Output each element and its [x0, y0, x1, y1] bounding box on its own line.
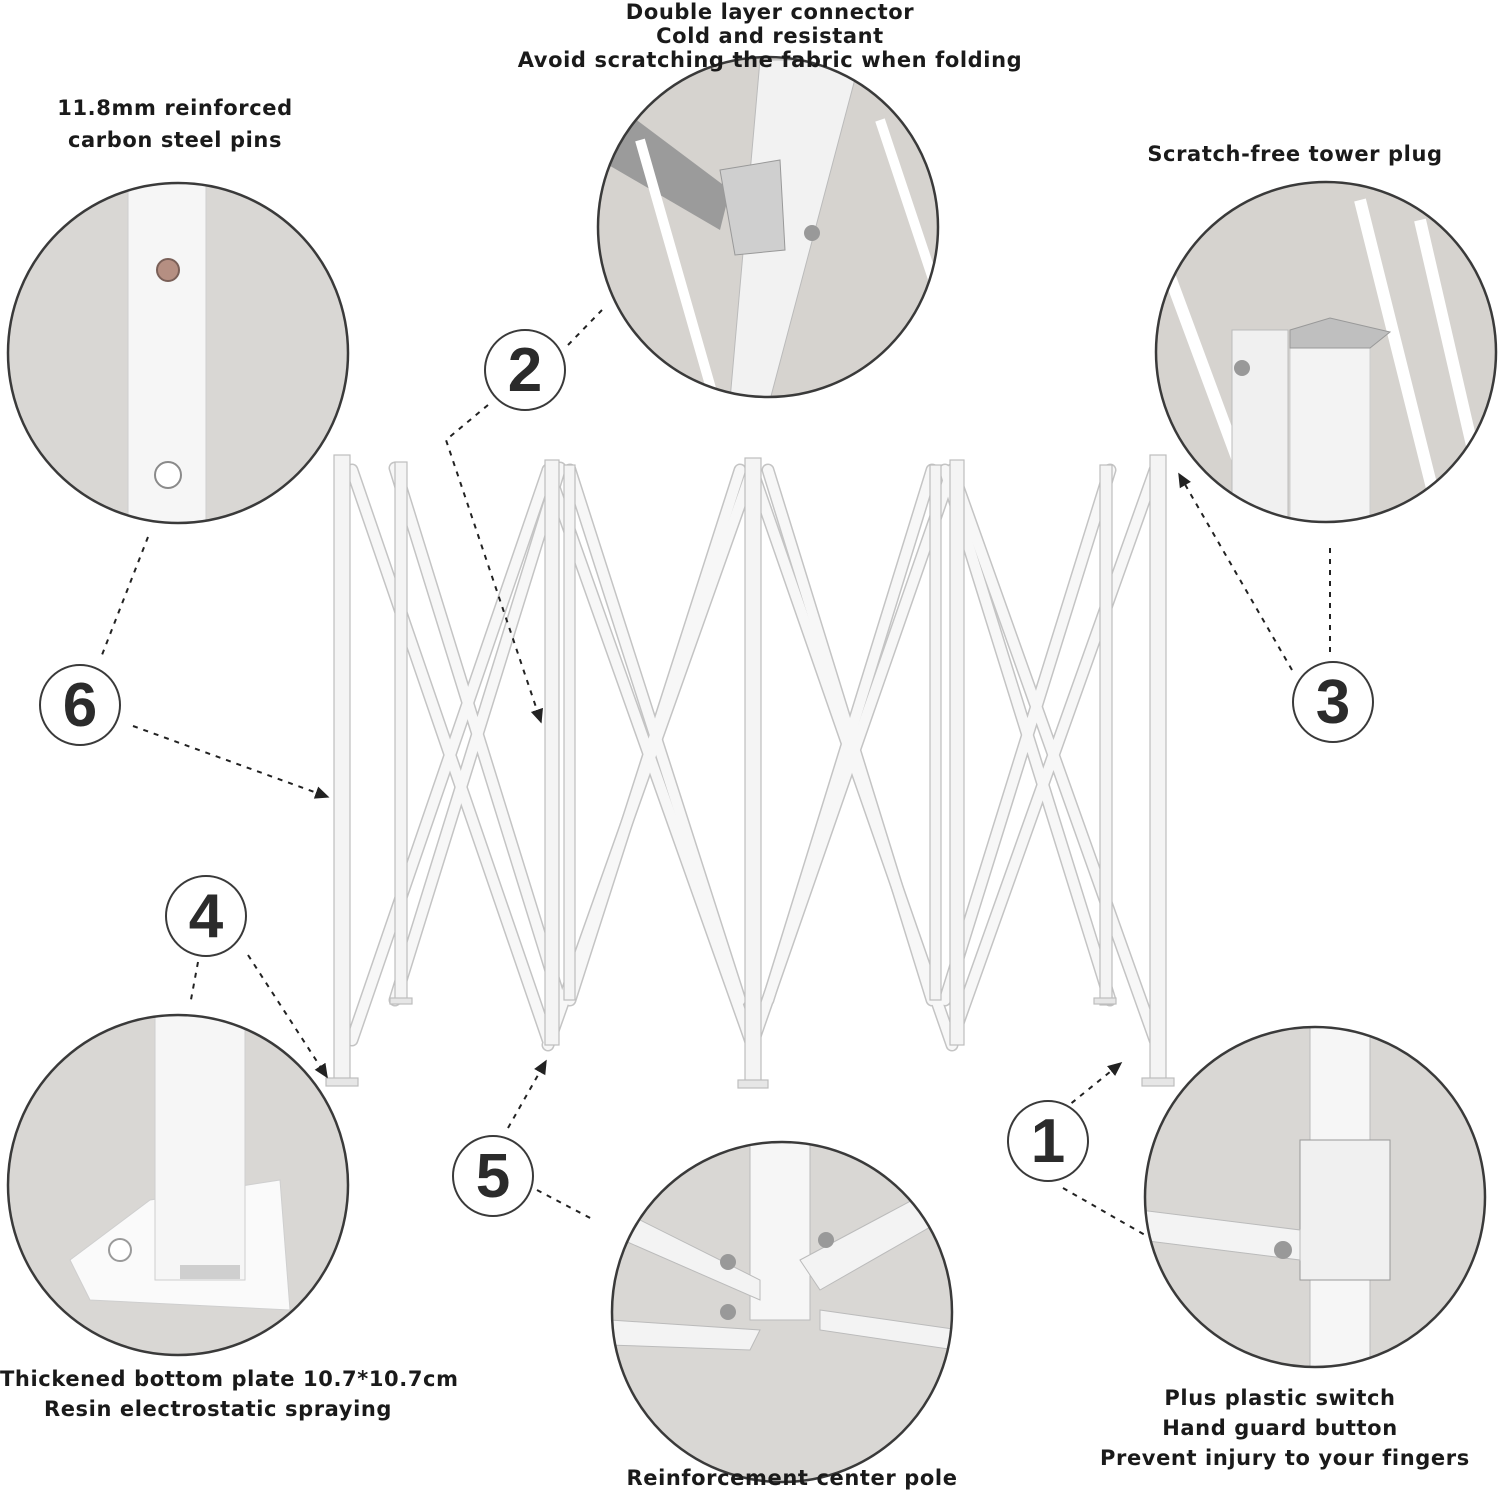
caption-3-line-1: Scratch-free tower plug — [1147, 142, 1443, 166]
callout-number-6: 6 — [39, 664, 121, 746]
foot-plates — [325, 997, 1175, 1089]
callout-number-2: 2 — [484, 329, 566, 411]
callout-number-1: 1 — [1007, 1100, 1089, 1182]
detail-circle-6 — [6, 181, 350, 525]
detail-circle-4 — [6, 1013, 350, 1357]
detail-circle-5 — [610, 1140, 954, 1484]
folding-truss-frame — [325, 454, 1175, 1089]
caption-1-line-1: Plus plastic switch — [1164, 1386, 1396, 1410]
caption-4: Thickened bottom plate 10.7*10.7cm Resin… — [0, 1364, 459, 1424]
caption-1-line-3: Prevent injury to your fingers — [1100, 1446, 1470, 1470]
detail-circle-3 — [1154, 180, 1498, 524]
detail-circle-1 — [1143, 1025, 1487, 1369]
callout-number-4: 4 — [165, 875, 247, 957]
caption-2-line-2: Cold and resistant — [656, 24, 884, 48]
caption-5-line-1: Reinforcement center pole — [626, 1466, 958, 1490]
leader-lines — [99, 309, 1331, 1236]
detail-circle-2 — [596, 55, 940, 399]
caption-1: Plus plastic switch Hand guard button Pr… — [1100, 1383, 1470, 1473]
callout-number-3: 3 — [1292, 661, 1374, 743]
caption-6-line-2: carbon steel pins — [67, 128, 283, 152]
caption-1-line-2: Hand guard button — [1162, 1416, 1398, 1440]
caption-2: Double layer connector Cold and resistan… — [470, 0, 1070, 72]
caption-3: Scratch-free tower plug — [1120, 142, 1470, 167]
caption-2-line-1: Double layer connector — [625, 0, 915, 24]
caption-4-line-1: Thickened bottom plate 10.7*10.7cm — [0, 1367, 459, 1391]
scissor-bars — [345, 461, 1162, 1052]
caption-5: Reinforcement center pole — [592, 1466, 992, 1491]
callout-number-5: 5 — [452, 1135, 534, 1217]
caption-6-line-1: 11.8mm reinforced — [57, 96, 293, 120]
caption-2-line-3: Avoid scratching the fabric when folding — [517, 48, 1023, 72]
caption-4-line-2: Resin electrostatic spraying — [43, 1397, 393, 1421]
caption-6: 11.8mm reinforced carbon steel pins — [20, 92, 330, 156]
